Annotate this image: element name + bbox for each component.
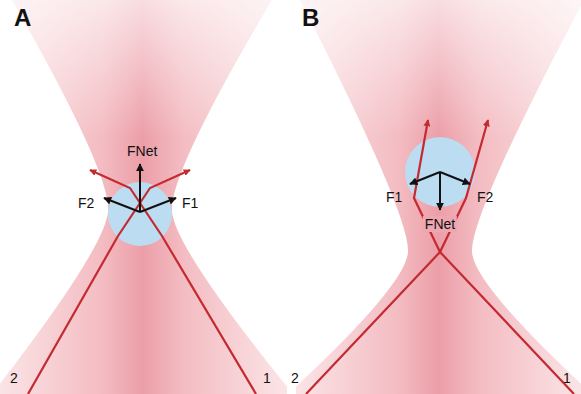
panel-letter: A: [14, 6, 31, 30]
force-label: FNet: [423, 216, 457, 232]
force-label: F1: [386, 190, 402, 204]
force-arrow: [439, 172, 441, 210]
laser-beam: [296, 0, 581, 394]
force-arrow: [104, 198, 140, 212]
ray-number: 1: [563, 371, 571, 385]
light-ray: [414, 120, 574, 394]
force-label: F2: [78, 196, 94, 210]
ray-number: 1: [263, 371, 271, 385]
ray-number: 2: [10, 371, 18, 385]
force-arrow: [139, 164, 141, 212]
ray-number: 2: [291, 371, 299, 385]
light-ray: [28, 170, 190, 394]
force-arrow: [140, 198, 176, 212]
force-label: F2: [477, 190, 493, 204]
force-label: FNet: [127, 144, 157, 158]
panel-letter: B: [302, 6, 319, 30]
force-label: F1: [182, 196, 198, 210]
light-ray: [306, 120, 488, 394]
force-arrow: [440, 172, 470, 184]
light-ray: [90, 170, 256, 394]
force-arrow: [410, 172, 440, 184]
laser-beam: [0, 0, 287, 394]
